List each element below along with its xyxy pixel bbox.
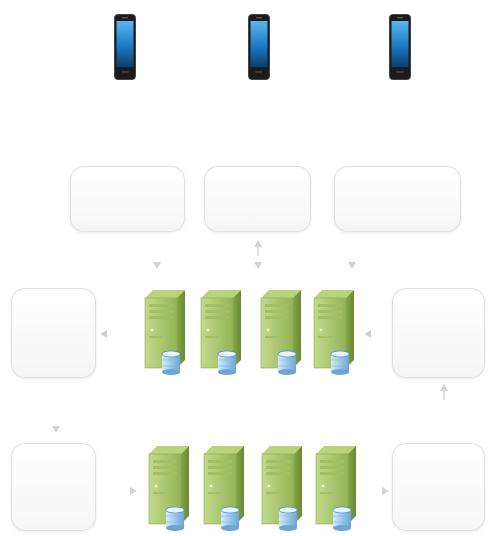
server-icon [312, 446, 360, 534]
connector-line [443, 390, 445, 400]
top-box-center [204, 166, 311, 232]
arrow-down [153, 262, 161, 269]
bottom-box-left [11, 443, 96, 531]
arrow-right [130, 487, 137, 495]
arrow-down [254, 262, 262, 269]
arrow-up [440, 384, 448, 391]
server-icon [310, 290, 358, 378]
smartphone-icon [389, 14, 411, 80]
server-icon [141, 290, 189, 378]
arrow-left [364, 330, 371, 338]
middle-box-right [392, 288, 485, 378]
server-icon [258, 446, 306, 534]
arrow-down [348, 262, 356, 269]
connector-line [257, 246, 259, 256]
server-icon [257, 290, 305, 378]
smartphone-icon [248, 14, 270, 80]
server-icon [197, 290, 245, 378]
server-icon [200, 446, 248, 534]
smartphone-icon [114, 14, 136, 80]
arrow-left [100, 330, 107, 338]
server-icon [145, 446, 193, 534]
middle-box-left [11, 288, 96, 378]
bottom-box-right [392, 443, 485, 531]
top-box-left [70, 166, 185, 232]
arrow-right [382, 487, 389, 495]
top-box-right [334, 166, 461, 232]
arrow-down [52, 426, 60, 433]
arrow-up [254, 240, 262, 247]
